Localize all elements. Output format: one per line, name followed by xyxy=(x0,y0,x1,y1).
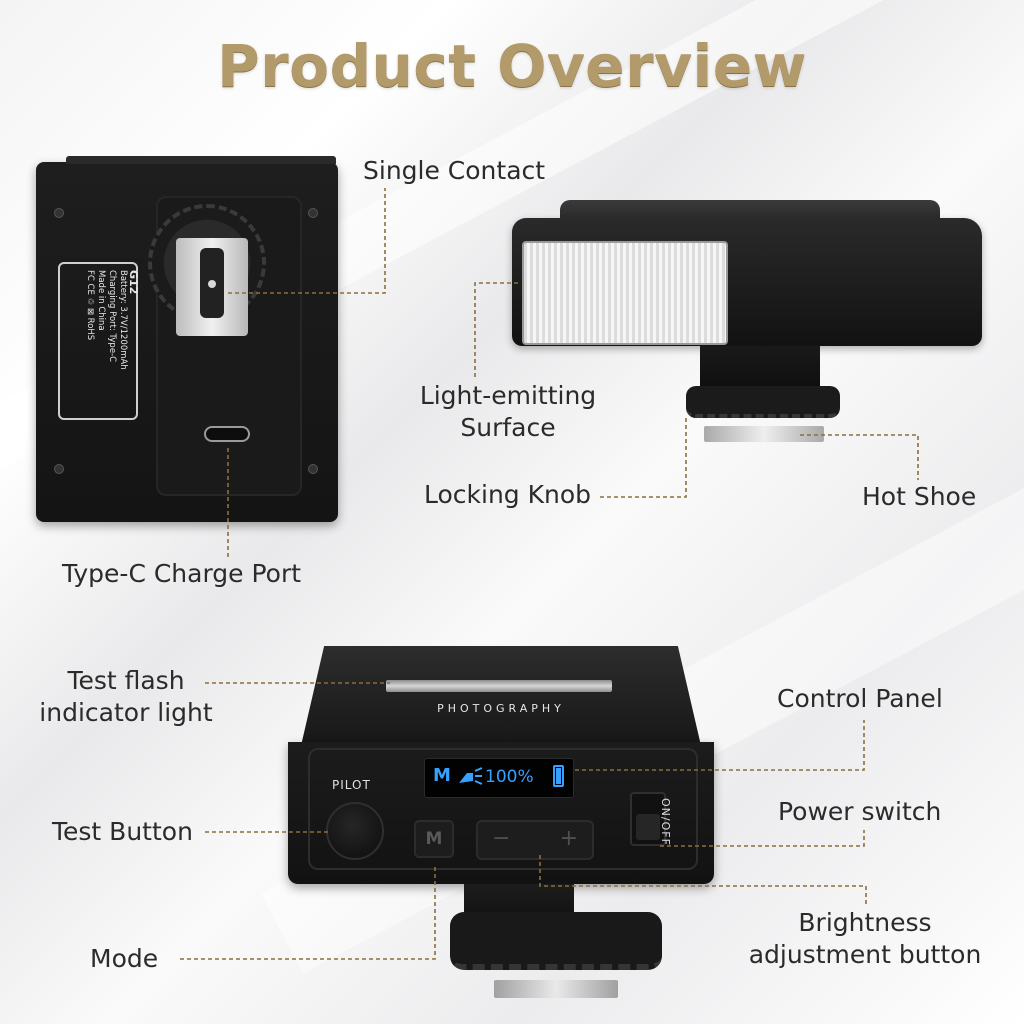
callout-test-flash: Test flash indicator light xyxy=(30,665,222,729)
label-battery: Battery: 3.7V/1200mAh xyxy=(118,270,128,370)
screen-mode: M xyxy=(433,765,451,786)
test-button[interactable] xyxy=(326,802,384,860)
callout-type-c-port: Type-C Charge Port xyxy=(62,559,302,588)
plus-label: + xyxy=(559,826,578,851)
flash-neck xyxy=(700,346,820,386)
control-screen: M 100% xyxy=(424,758,574,798)
label-origin: Made in China xyxy=(96,270,106,331)
flash-front-view: PHOTOGRAPHY M 100% PILOT M − + ON/OFF xyxy=(286,646,716,1024)
spec-label-text: G12 Battery: 3.7V/1200mAh Charging Port:… xyxy=(84,270,140,416)
page-title: Product Overview xyxy=(217,32,807,100)
mode-button[interactable]: M xyxy=(414,820,454,858)
locking-knob xyxy=(686,386,840,418)
screw-icon xyxy=(308,208,318,218)
screen-power-level: 100% xyxy=(485,767,534,787)
pilot-label: PILOT xyxy=(332,778,371,792)
screw-icon xyxy=(308,464,318,474)
screw-icon xyxy=(54,208,64,218)
callout-hot-shoe: Hot Shoe xyxy=(862,482,977,511)
back-top-edge xyxy=(66,156,336,164)
callout-locking-knob: Locking Knob xyxy=(424,480,592,509)
flash-back-view: G12 Battery: 3.7V/1200mAh Charging Port:… xyxy=(36,156,338,522)
contact-pin xyxy=(208,280,216,288)
control-panel xyxy=(308,748,698,870)
callout-light-surface-line1: Light-emitting xyxy=(419,381,597,410)
type-c-port xyxy=(204,426,250,442)
callout-light-surface: Light-emitting Surface xyxy=(408,380,608,444)
single-contact-shoe xyxy=(176,238,248,336)
test-flash-indicator-light xyxy=(386,680,612,692)
callout-brightness: Brightness adjustment button xyxy=(740,907,990,971)
light-emitting-surface xyxy=(522,241,728,345)
label-model: G12 xyxy=(127,270,140,295)
callout-light-surface-line2: Surface xyxy=(460,413,556,442)
callout-control-panel: Control Panel xyxy=(777,684,943,713)
brand-text: PHOTOGRAPHY xyxy=(437,702,565,715)
label-charging: Charging Port: Type-C xyxy=(107,270,117,363)
battery-icon xyxy=(553,765,564,787)
power-switch-label: ON/OFF xyxy=(659,798,672,846)
minus-label: − xyxy=(492,826,511,851)
callout-mode: Mode xyxy=(90,944,159,973)
callout-test-flash-line2: indicator light xyxy=(39,698,213,727)
callout-brightness-line2: adjustment button xyxy=(748,940,982,969)
callout-test-flash-line1: Test flash xyxy=(67,666,185,695)
front-top xyxy=(300,646,702,750)
callout-brightness-line1: Brightness xyxy=(798,908,932,937)
screw-icon xyxy=(54,464,64,474)
flash-side-view xyxy=(500,196,990,456)
front-hot-shoe xyxy=(494,980,618,998)
hot-shoe xyxy=(704,426,824,442)
label-marks: FC CE ♲ ⊠ RoHS xyxy=(85,270,95,341)
callout-power-switch: Power switch xyxy=(778,797,942,826)
callout-single-contact: Single Contact xyxy=(363,156,546,185)
flash-icon xyxy=(459,767,483,785)
brightness-adjustment-button[interactable]: − + xyxy=(476,820,594,860)
spec-label: G12 Battery: 3.7V/1200mAh Charging Port:… xyxy=(58,262,140,420)
front-locking-ring xyxy=(450,912,662,970)
callout-test-button: Test Button xyxy=(52,817,193,846)
